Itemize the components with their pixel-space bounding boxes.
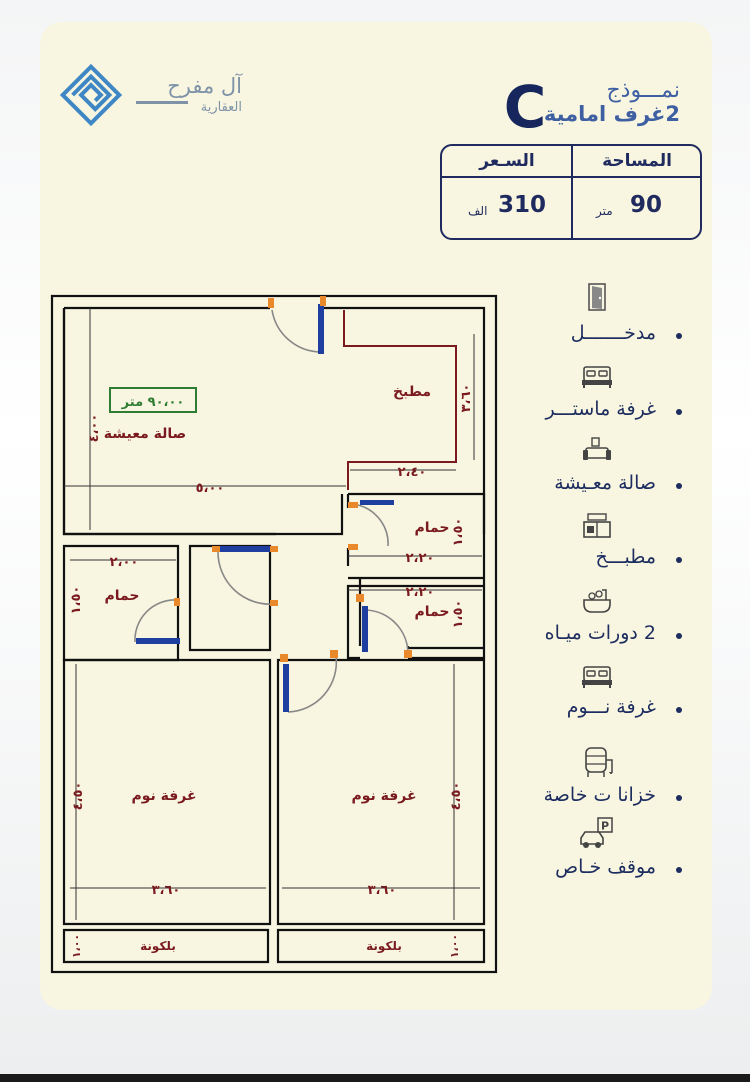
plan-balcony-right-label: بلكونة — [366, 939, 402, 954]
plan-dim-bath-left-width: ٢،٠٠ — [110, 555, 139, 570]
plan-dim-balcony-left: ١،٠٠ — [70, 934, 83, 958]
area-price-table: المساحة السـعر 90 متر 310 الف — [440, 144, 702, 240]
plan-bathroom-mid-label: حمام — [415, 604, 450, 620]
price-unit: الف — [468, 204, 488, 218]
model-rooms: 2غرف امامية — [543, 102, 680, 126]
bed-icon — [582, 366, 612, 388]
plan-inner-wall — [62, 306, 486, 660]
svg-text:P: P — [601, 820, 609, 833]
plan-bath-left-door-arc — [134, 599, 177, 643]
plan-outer-wall — [50, 294, 498, 974]
plan-bedroom-left-label: غرفة نوم — [131, 788, 196, 804]
plan-entrance-door-arc — [271, 309, 323, 353]
plan-dim-living-height: ٤،٠٠ — [87, 414, 102, 443]
plan-bath-top-door-arc — [351, 503, 389, 547]
plan-bathroom-top-label: حمام — [415, 520, 450, 536]
bathtub-icon — [583, 589, 611, 613]
plan-balcony-left-label: بلكونة — [140, 939, 176, 954]
plan-bedroom-left-wall — [62, 658, 272, 926]
bed-icon — [582, 666, 612, 688]
plan-dim-bath-top-width: ٢،٢٠ — [406, 551, 435, 566]
plan-dim-bath-mid-height: ١،٥٠ — [451, 600, 466, 629]
floor-plan: ٩٠،٠٠ متر صالة معيشة مطبخ حمام حمام حمام… — [50, 294, 498, 974]
plan-dim-bed-left-height: ٤،٥٠ — [71, 782, 86, 811]
plan-dim-living-width: ٥،٠٠ — [196, 481, 225, 496]
plan-bath-mid-wall — [346, 548, 484, 646]
area-unit: متر — [596, 204, 613, 218]
plan-dim-bed-right-width: ٣،٦٠ — [368, 883, 397, 898]
model-letter: C — [503, 73, 547, 141]
plan-dim-bath-mid-width: ٢،٢٠ — [406, 585, 435, 600]
brand-divider — [136, 101, 188, 104]
plan-bedroom-right-label: غرفة نوم — [351, 788, 416, 804]
water-tank-icon — [585, 747, 613, 777]
bottom-edge-bar — [0, 1074, 750, 1082]
parking-car-icon: P — [580, 817, 613, 848]
plan-dim-bath-top-height: ١،٥٠ — [451, 518, 466, 547]
plan-dim-bath-left-height: ١،٥٠ — [69, 586, 84, 615]
plan-living-wall — [62, 308, 276, 536]
feature-bullet — [676, 333, 682, 339]
plan-dim-kitchen-height: ٣،٦٠ — [459, 384, 474, 413]
sofa-icon — [583, 437, 611, 460]
plan-kitchen-label: مطبخ — [393, 384, 431, 400]
feature-bullet — [676, 409, 682, 415]
plan-area-box — [109, 387, 197, 413]
plan-bath-mid-door-arc — [365, 609, 409, 655]
door-icon — [588, 283, 606, 311]
plan-balcony-right-wall — [276, 928, 486, 964]
feature-bullet — [676, 633, 682, 639]
feature-kitchen: مطبـــخ — [595, 546, 656, 568]
feature-entrance: مدخـــــــل — [570, 322, 656, 344]
plan-living-area: ٩٠،٠٠ متر — [121, 395, 185, 410]
plan-balcony-left-wall — [62, 928, 270, 964]
feature-bullet — [676, 795, 682, 801]
kitchen-icon — [583, 513, 611, 538]
plan-dim-bed-right-height: ٤،٥٠ — [449, 782, 464, 811]
plan-living-room-label: صالة معيشة — [104, 426, 186, 442]
plan-bedroom-right-wall — [276, 658, 486, 926]
plan-corridor-door-arc — [217, 551, 275, 605]
feature-bullet — [676, 867, 682, 873]
kufic-square-logo-icon — [59, 63, 123, 127]
feature-private-parking: موقف خـاص — [555, 856, 656, 878]
brand-name: آل مفرح — [167, 74, 242, 98]
plan-dim-kitchen-width: ٢،٤٠ — [398, 465, 427, 480]
feature-bullet — [676, 707, 682, 713]
table-divider-v — [571, 146, 573, 238]
plan-kitchen-outline — [343, 310, 457, 490]
brand-subtitle: العقارية — [200, 100, 242, 115]
price-header: السـعر — [479, 151, 535, 171]
feature-bullet — [676, 483, 682, 489]
feature-bathrooms: 2 دورات ميـاه — [544, 622, 656, 644]
area-value: 90 — [630, 192, 663, 218]
plan-dim-balcony-right: ١،٠٠ — [448, 934, 461, 958]
plan-corridor-wall — [188, 544, 272, 652]
model-label: نمـــوذج — [606, 78, 680, 103]
feature-bullet — [676, 557, 682, 563]
plan-dim-bed-left-width: ٣،٦٠ — [152, 883, 181, 898]
feature-living-room: صالة معـيشة — [554, 472, 656, 494]
feature-bedroom: غرفة نـــوم — [566, 696, 656, 718]
feature-private-tanks: خزانا ت خاصة — [543, 784, 656, 806]
price-value: 310 — [498, 192, 547, 218]
plan-bedroom-right-door-arc — [287, 655, 338, 713]
area-header: المساحة — [602, 151, 672, 171]
feature-master-room: غرفة ماستـــر — [545, 398, 656, 420]
plan-bathroom-left-label: حمام — [105, 588, 140, 604]
